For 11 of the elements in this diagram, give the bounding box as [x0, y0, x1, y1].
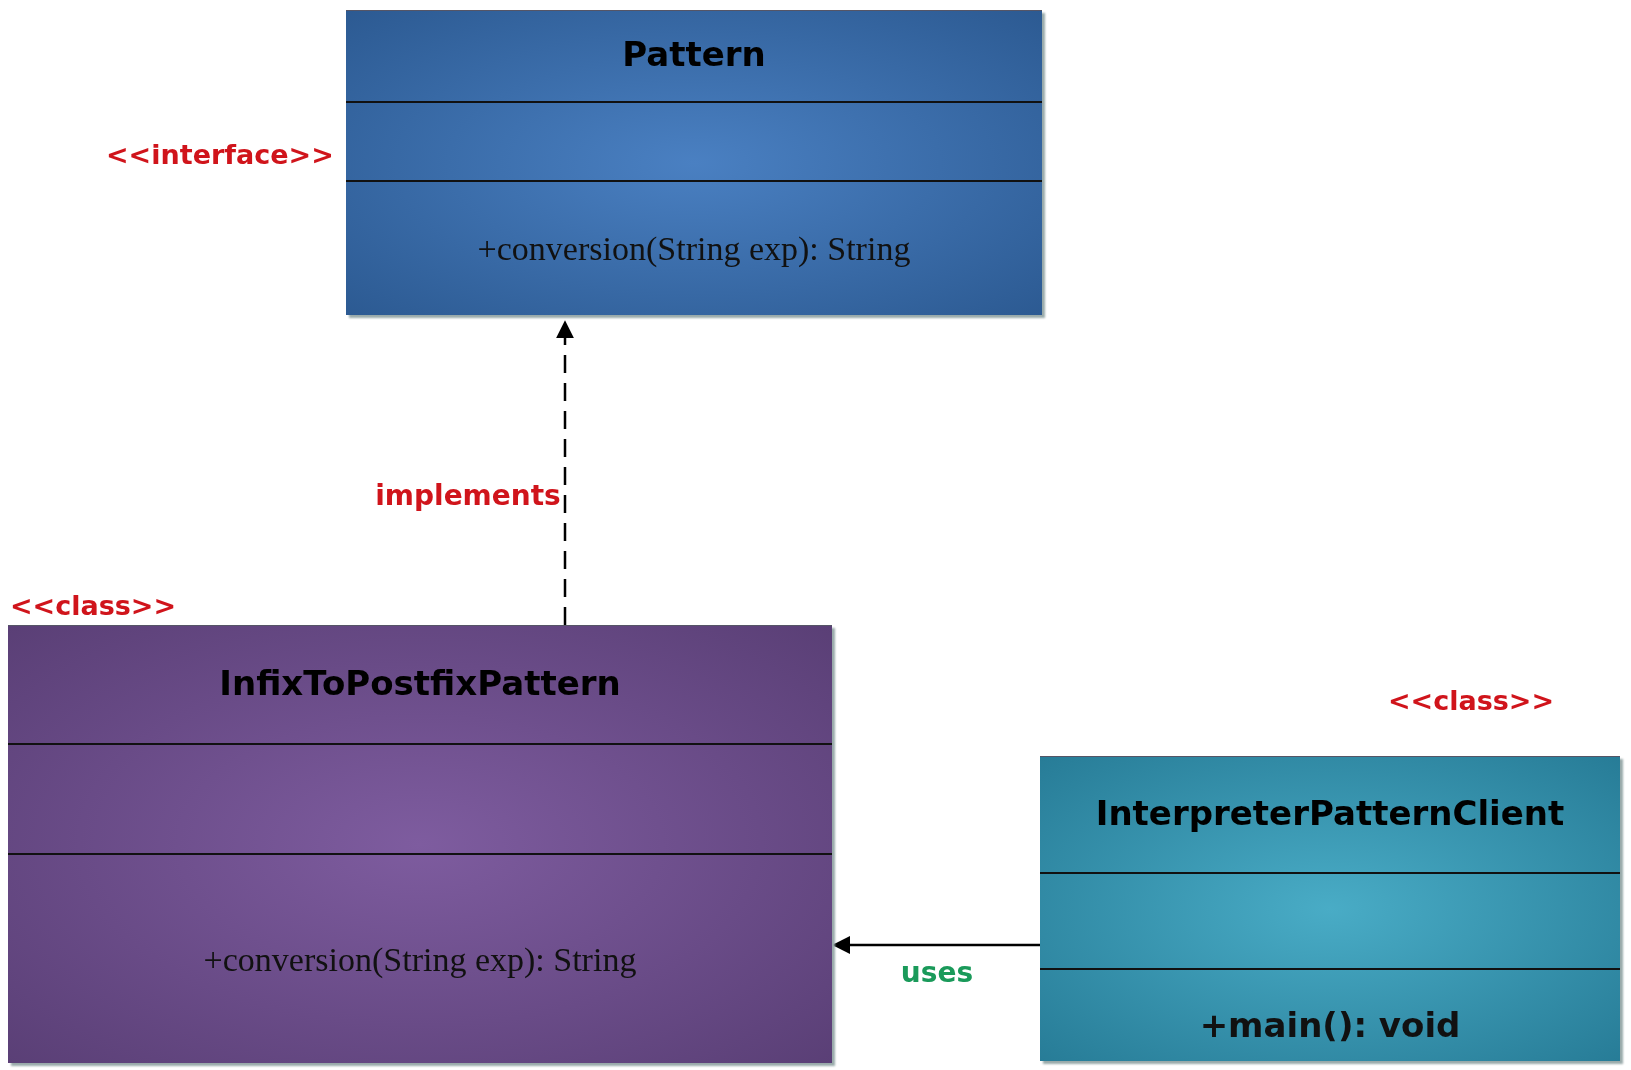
- method-signature: +conversion(String exp): String: [202, 940, 638, 979]
- stereotype-label: <<class>>: [10, 590, 177, 621]
- arrow: [556, 320, 574, 625]
- stereotype-label: <<interface>>: [106, 139, 334, 170]
- class-name: Pattern: [621, 34, 767, 74]
- arrow: [832, 936, 1040, 954]
- class-name: InterpreterPatternClient: [1094, 792, 1566, 833]
- class-name: InfixToPostfixPattern: [218, 662, 622, 703]
- method-signature: +conversion(String exp): String: [476, 230, 912, 268]
- stereotype-label: <<class>>: [1388, 685, 1555, 716]
- method-signature: +main(): void: [1198, 1005, 1462, 1045]
